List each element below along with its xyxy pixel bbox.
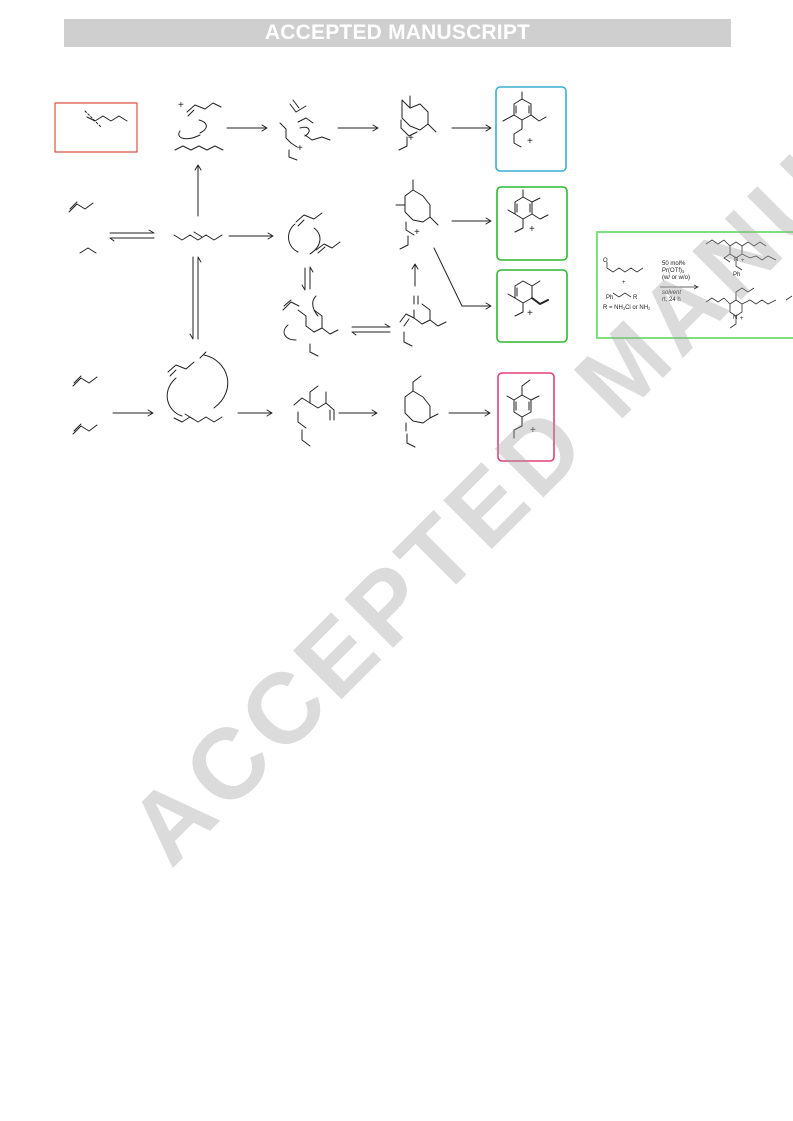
charge-label: + — [741, 258, 745, 264]
nitrogen-label: N — [734, 257, 738, 263]
phenyl-label: Ph — [733, 272, 740, 278]
r-group-label: R — [633, 295, 638, 301]
charge-label: + — [414, 227, 420, 238]
condition-catalyst-loading: 50 mol% — [662, 261, 686, 267]
oxygen-label: O — [603, 258, 608, 264]
charge-label: + — [297, 143, 303, 154]
accepted-manuscript-banner: ACCEPTED MANUSCRIPT — [64, 19, 731, 47]
nitrogen-label: N — [733, 315, 737, 321]
condition-catalyst: Pr(OTf)3 — [662, 268, 685, 274]
inset-reaction-panel: O + Ph R R = NH3Cl or NH2 50 mol% Pr(OTf… — [596, 231, 793, 339]
charge-label: + — [408, 133, 414, 144]
reagent-text: R = NH3Cl or NH2 — [603, 305, 651, 311]
plus-sign: + — [622, 280, 626, 286]
pink-box — [497, 372, 555, 462]
charge-label: + — [530, 425, 536, 436]
charge-label: + — [178, 100, 184, 111]
charge-label: + — [527, 308, 533, 319]
condition-time: rt, 24 h — [662, 297, 681, 303]
condition-option: (w/ or w/o) — [662, 275, 690, 281]
green-box-2 — [496, 269, 568, 343]
charge-label: + — [740, 316, 744, 322]
red-box — [54, 102, 138, 153]
charge-label: + — [527, 136, 533, 147]
charge-label: + — [529, 224, 535, 235]
green-box-1 — [496, 186, 568, 261]
blue-box — [495, 86, 567, 172]
phenyl-label: Ph — [606, 295, 613, 301]
condition-solvent: solvent — [662, 290, 681, 296]
